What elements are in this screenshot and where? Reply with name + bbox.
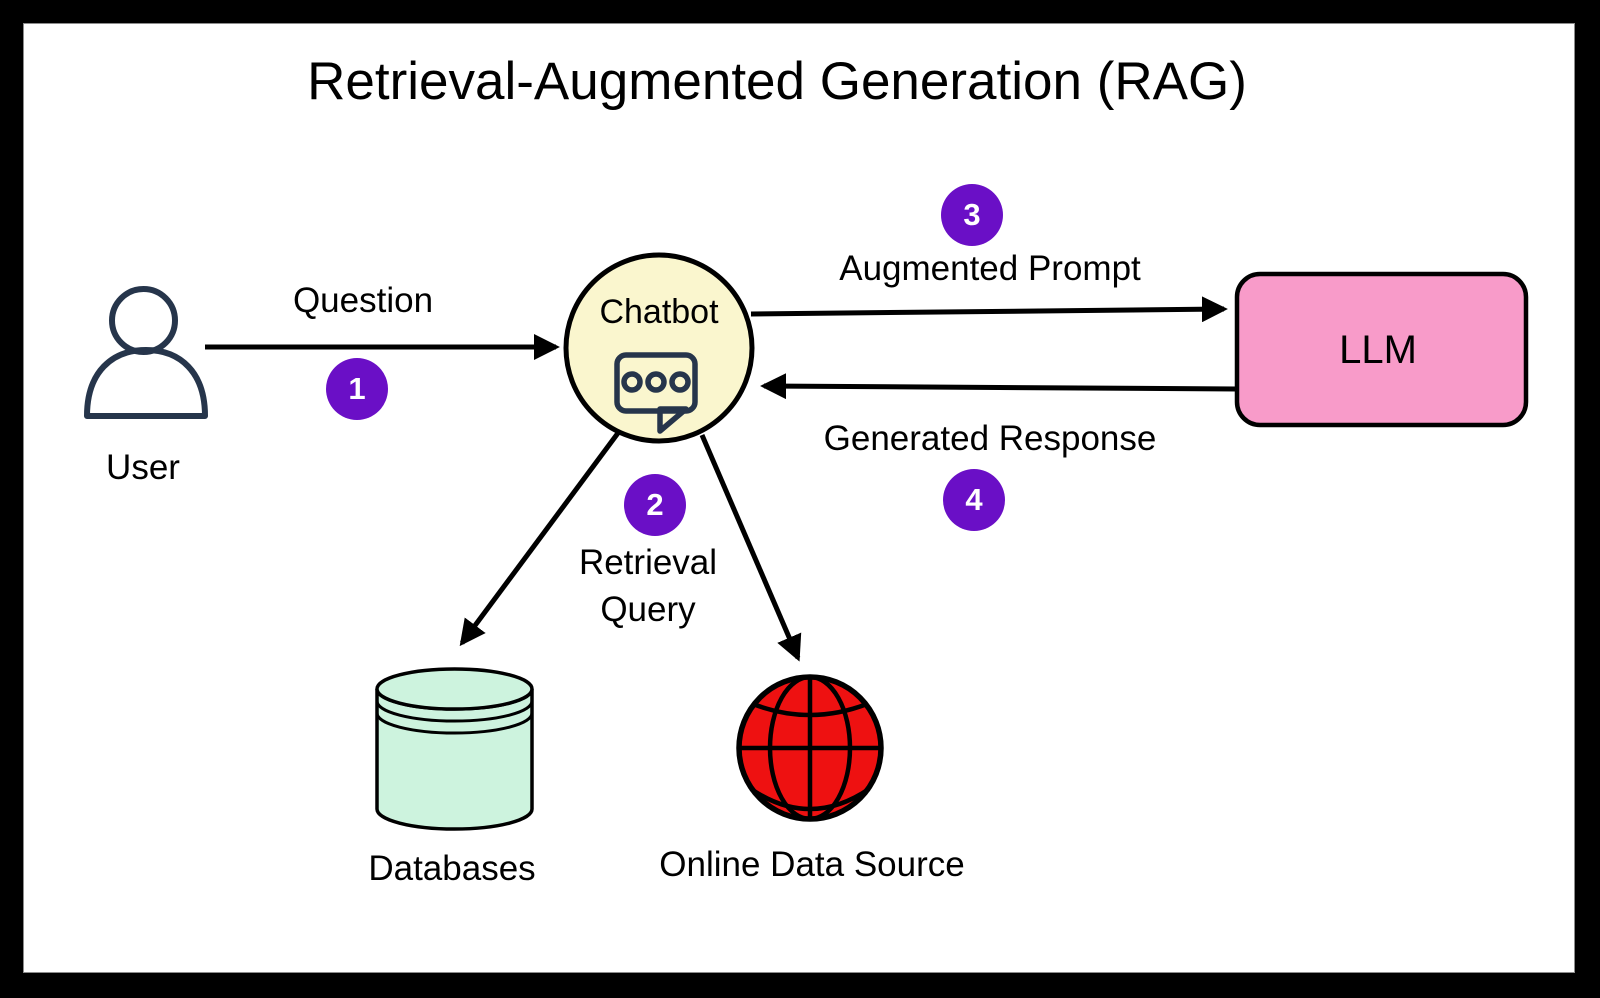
databases-node-label: Databases <box>368 849 536 888</box>
step-badge-3: 3 <box>941 184 1003 246</box>
augmented-prompt-edge-label: Augmented Prompt <box>839 249 1141 288</box>
llm-node-label: LLM <box>1339 328 1417 372</box>
retrieval-query-line2: Query <box>600 590 696 629</box>
step-badge-1: 1 <box>326 358 388 420</box>
step-badge-4: 4 <box>943 469 1005 531</box>
user-node-label: User <box>106 448 180 487</box>
online-data-source-node-label: Online Data Source <box>659 845 965 884</box>
step-badge-2: 2 <box>624 474 686 536</box>
diagram-canvas <box>23 23 1575 973</box>
diagram-title: Retrieval-Augmented Generation (RAG) <box>307 52 1247 111</box>
retrieval-query-edge-label: Retrieval Query <box>579 539 717 633</box>
question-edge-label: Question <box>292 281 434 320</box>
retrieval-query-line1: Retrieval <box>578 543 718 582</box>
chatbot-node-label: Chatbot <box>599 293 719 331</box>
generated-response-edge-label: Generated Response <box>823 419 1157 458</box>
